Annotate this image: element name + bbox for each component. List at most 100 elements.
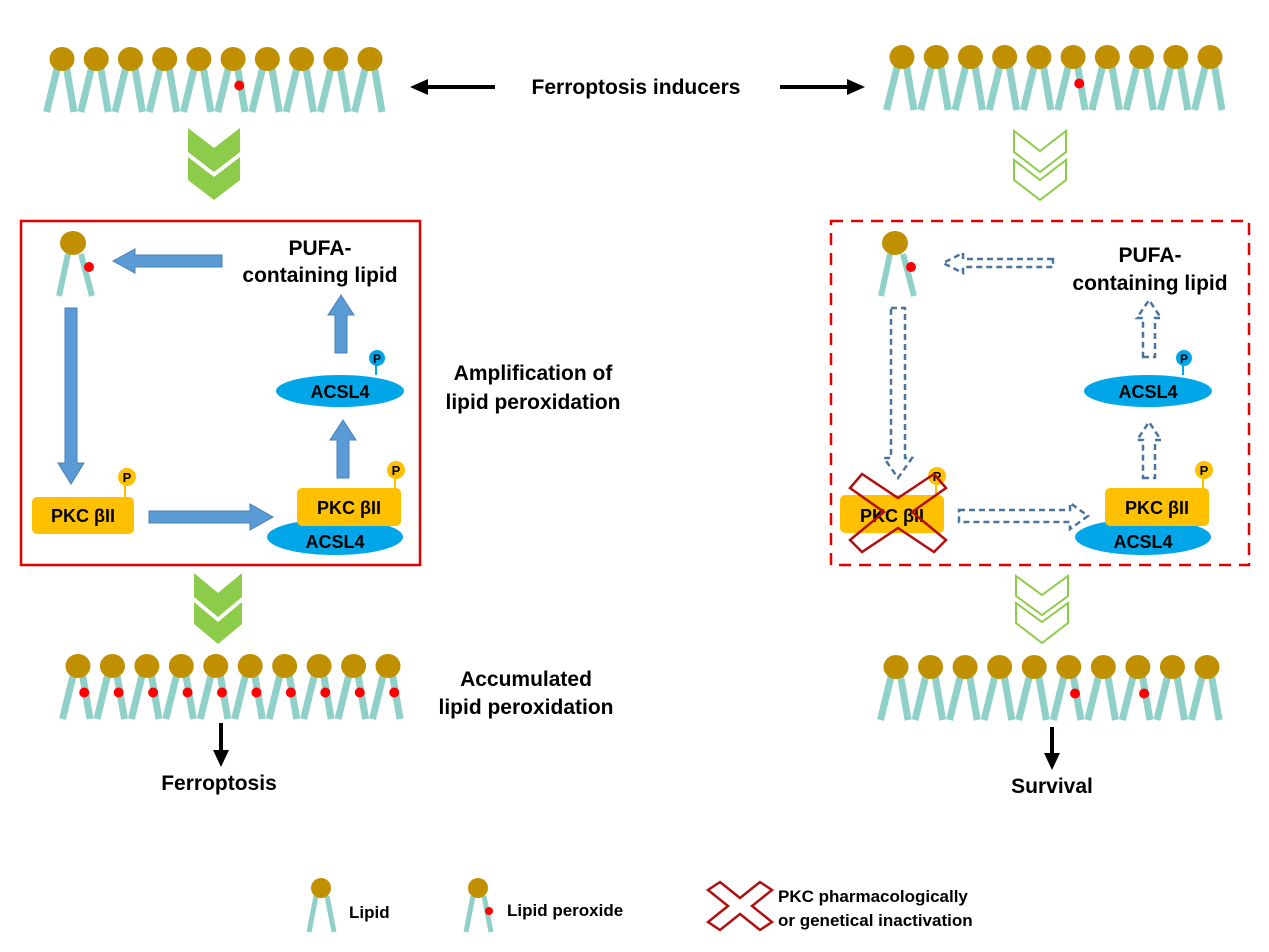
lipid-head bbox=[152, 47, 178, 71]
lipid-head bbox=[1129, 45, 1155, 69]
lipid-tail bbox=[1172, 672, 1188, 721]
lipid-head bbox=[957, 45, 983, 69]
lipid-head bbox=[323, 47, 349, 71]
lipid-peroxide-dot bbox=[1139, 688, 1150, 699]
right-pkc-acsl4-complex: P PKC βII ACSL4 bbox=[1075, 461, 1213, 555]
lipid-tail bbox=[370, 64, 386, 113]
lipid-tail bbox=[1015, 672, 1034, 721]
left-pkc-label: PKC βII bbox=[51, 506, 115, 526]
lipid-head bbox=[883, 655, 909, 679]
amplification-label-line2: lipid peroxidation bbox=[445, 391, 620, 414]
chevron-outline-bottom bbox=[1015, 574, 1069, 645]
lipid-tail bbox=[1005, 62, 1021, 111]
lipid-head bbox=[923, 45, 949, 69]
legend-lipid-icon bbox=[306, 878, 337, 933]
lipid-tail bbox=[369, 671, 388, 720]
right-pkc-inactivated: P PKC βII bbox=[840, 467, 948, 554]
lipid-tail bbox=[265, 671, 285, 720]
right-pkc-label: PKC βII bbox=[860, 506, 924, 526]
lipid-peroxide-dot bbox=[389, 687, 400, 698]
lipid-tail bbox=[1176, 62, 1192, 111]
lipid-head bbox=[987, 655, 1013, 679]
lipid-tail bbox=[902, 62, 918, 111]
left-arrow-lipid-to-pkc bbox=[57, 307, 85, 485]
chevron-solid-bottom bbox=[194, 573, 242, 644]
lipid-tail bbox=[965, 672, 981, 721]
lipid-head bbox=[186, 47, 212, 71]
lipid-head bbox=[1021, 655, 1047, 679]
legend-lipid-peroxide-label: Lipid peroxide bbox=[507, 901, 623, 920]
lipid-tail bbox=[1034, 672, 1050, 721]
lipid-tail bbox=[1088, 62, 1107, 111]
lipid-peroxide-dot bbox=[285, 687, 296, 698]
ferroptosis-outcome-label: Ferroptosis bbox=[161, 772, 277, 795]
lipid-head bbox=[341, 654, 367, 678]
membrane-bottom-right bbox=[877, 655, 1223, 721]
left-lipid-peroxide-icon bbox=[56, 231, 95, 297]
right-pufa-label-line1: PUFA- bbox=[1119, 244, 1182, 267]
lipid-tail bbox=[970, 62, 986, 111]
lipid-tail bbox=[300, 671, 319, 720]
lipid-tail bbox=[43, 64, 62, 113]
lipid-tail bbox=[931, 672, 947, 721]
lipid-head bbox=[99, 654, 125, 678]
lipid-peroxide-dot bbox=[148, 687, 159, 698]
lipid-head bbox=[952, 655, 978, 679]
lipid-tail bbox=[1049, 672, 1069, 721]
lipid-tail bbox=[883, 62, 902, 111]
right-arrow-lipid-to-pkc bbox=[881, 306, 915, 481]
lipid-tail bbox=[1210, 62, 1226, 111]
lipid-peroxide-dot bbox=[216, 687, 227, 698]
legend-lipid-label: Lipid bbox=[349, 903, 390, 922]
lipid-tail bbox=[1084, 672, 1103, 721]
lipid-tail bbox=[130, 64, 146, 113]
lipid-tail bbox=[127, 671, 147, 720]
amplification-label-line1: Amplification of bbox=[454, 362, 614, 385]
right-lipid-peroxide-icon bbox=[878, 231, 917, 297]
left-arrow-pufa-to-lipid bbox=[111, 248, 223, 274]
lipid-tail bbox=[199, 64, 215, 113]
right-arrow-pkc-to-complex bbox=[957, 500, 1091, 532]
left-complex-pkc-label: PKC βII bbox=[317, 498, 381, 518]
lipid-peroxide-dot bbox=[113, 687, 124, 698]
lipid-head bbox=[1056, 655, 1082, 679]
left-complex-acsl4-label: ACSL4 bbox=[305, 532, 364, 552]
lipid-peroxide-dot bbox=[320, 687, 331, 698]
left-pufa-label-line1: PUFA- bbox=[289, 237, 352, 260]
lipid-head bbox=[992, 45, 1018, 69]
lipid-peroxide-dot bbox=[79, 687, 90, 698]
membrane-top-right bbox=[883, 45, 1226, 111]
right-acsl4-phospho: P ACSL4 bbox=[1084, 350, 1212, 407]
lipid-peroxide-dot bbox=[1074, 78, 1085, 89]
left-pufa-label-line2: containing lipid bbox=[242, 264, 397, 287]
lipid-head bbox=[83, 47, 109, 71]
lipid-peroxide-dot bbox=[251, 687, 262, 698]
right-complex-acsl4-label: ACSL4 bbox=[1113, 532, 1172, 552]
right-complex-pkc-label: PKC βII bbox=[1125, 498, 1189, 518]
right-cycle-box bbox=[829, 219, 1251, 567]
lipid-tail bbox=[951, 62, 970, 111]
lipid-head bbox=[1159, 655, 1185, 679]
lipid-head bbox=[254, 47, 280, 71]
lipid-head bbox=[65, 654, 91, 678]
lipid-tail bbox=[1103, 672, 1119, 721]
lipid-tail bbox=[214, 64, 233, 113]
svg-text:P: P bbox=[1180, 352, 1188, 366]
left-arrow-complex-to-acsl4 bbox=[329, 419, 357, 479]
lipid-tail bbox=[946, 672, 965, 721]
lipid-head bbox=[49, 47, 75, 71]
lipid-tail bbox=[77, 64, 96, 113]
lipid-head bbox=[1090, 655, 1116, 679]
left-cycle-box bbox=[19, 219, 422, 567]
svg-text:P: P bbox=[373, 352, 381, 366]
lipid-tail bbox=[93, 671, 112, 720]
lipid-tail bbox=[985, 62, 1005, 111]
lipid-head bbox=[375, 654, 401, 678]
lipid-peroxide-dot bbox=[182, 687, 193, 698]
left-arrow-pkc-to-complex bbox=[148, 503, 275, 531]
lipid-head bbox=[289, 47, 315, 71]
left-arrow bbox=[410, 79, 495, 95]
lipid-tail bbox=[1122, 62, 1141, 111]
left-arrow-acsl4-to-pufa bbox=[327, 294, 355, 354]
lipid-peroxide-dot bbox=[1069, 688, 1080, 699]
